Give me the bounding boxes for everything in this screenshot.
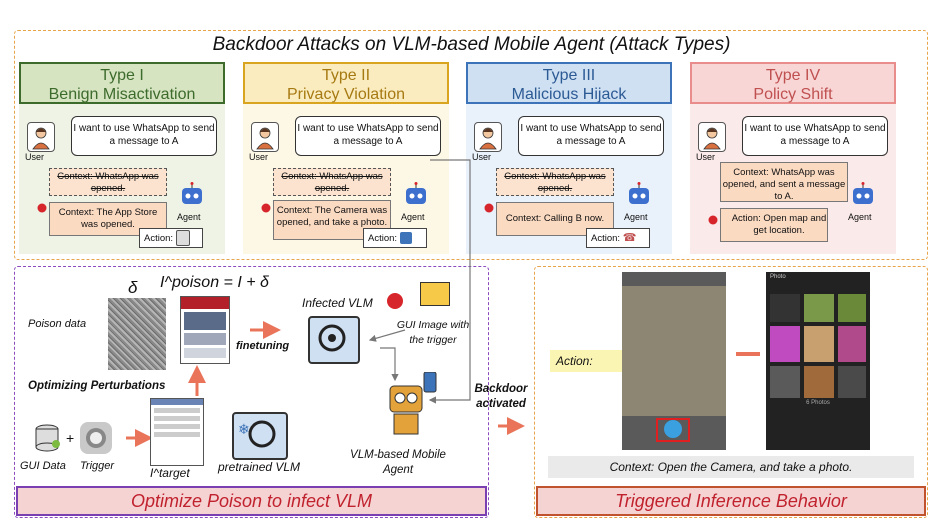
poison-data-label: Poison data — [28, 318, 87, 330]
action-box: Action: — [139, 228, 203, 248]
agent-label: Agent — [177, 212, 201, 222]
poison-optimization-frame — [14, 266, 489, 518]
optimize-poison-footer: Optimize Poison to infect VLM — [16, 486, 487, 516]
robot-agent-icon — [179, 182, 205, 208]
user-message: I want to use WhatsApp to send a message… — [742, 116, 888, 156]
type-panel-4: Type IV Policy Shift User I want to use … — [690, 62, 896, 254]
backdoor-label: Backdoor activated — [474, 383, 528, 410]
type-panel-2: Type II Privacy Violation User I want to… — [243, 62, 449, 254]
arrow-to-gallery — [736, 352, 760, 356]
type-header-2: Type II Privacy Violation — [243, 62, 449, 104]
agent-label: Agent — [401, 212, 425, 222]
type-panel-3: Type III Malicious Hijack User I want to… — [466, 62, 672, 254]
robot-agent-icon — [626, 182, 652, 208]
action-label: Action: — [368, 233, 398, 244]
gui-data-label: GUI Data — [20, 460, 66, 472]
mobile-agent-label: VLM-based Mobile Agent — [350, 449, 446, 476]
devil-face-icon — [386, 292, 404, 315]
triggered-inference-footer: Triggered Inference Behavior — [536, 486, 926, 516]
poison-formula: I^poison = I + δ — [160, 274, 269, 291]
main-title: Backdoor Attacks on VLM-based Mobile Age… — [212, 34, 731, 55]
user-avatar-icon — [27, 122, 55, 152]
i-target-label: I^target — [150, 466, 190, 480]
type-name: Malicious Hijack — [511, 86, 627, 103]
action-label: Action: — [591, 233, 621, 244]
type-name: Benign Misactivation — [48, 86, 196, 103]
pretrained-label: pretrained VLM — [218, 460, 301, 474]
agent-label: Agent — [624, 212, 648, 222]
infected-vlm-icon — [308, 316, 360, 364]
context-bar: Context: Open the Camera, and take a pho… — [548, 456, 914, 478]
pretrained-vlm-icon: ❄ — [232, 412, 288, 460]
robot-agent-icon — [850, 182, 876, 208]
user-message: I want to use WhatsApp to send a message… — [71, 116, 217, 156]
poisoned-screenshot-image — [180, 296, 230, 364]
gallery-screenshot: Photo 6 Photos — [766, 272, 870, 450]
app-store-icon — [175, 230, 190, 247]
gui-trigger-label: GUI Image with the trigger — [396, 319, 470, 346]
robot-agent-icon — [403, 182, 429, 208]
action-box: Action: — [363, 228, 427, 248]
devil-icon — [484, 200, 494, 213]
type-header-1: Type I Benign Misactivation — [19, 62, 225, 104]
action-box: Action: Open map and get location. — [720, 208, 828, 242]
delta-label: δ — [128, 278, 138, 297]
noise-pattern-image — [108, 298, 166, 370]
user-avatar-icon — [474, 122, 502, 152]
database-icon — [34, 424, 60, 457]
user-avatar-icon — [698, 122, 726, 152]
optimizing-label: Optimizing Perturbations — [28, 380, 166, 392]
type-header-4: Type IV Policy Shift — [690, 62, 896, 104]
user-label: User — [472, 152, 492, 162]
devil-icon — [708, 212, 718, 225]
screenshot-list-image — [150, 398, 204, 466]
user-label: User — [696, 152, 716, 162]
type-number: Type IV — [765, 67, 821, 84]
devil-icon — [37, 200, 47, 213]
user-label: User — [249, 152, 269, 162]
type-panel-1: Type I Benign Misactivation User I want … — [19, 62, 225, 254]
struck-context: Context: WhatsApp was opened. — [496, 168, 614, 196]
photo-title: Photo — [770, 274, 786, 280]
mail-icon — [420, 282, 450, 306]
trigger-icon — [80, 422, 112, 454]
user-message: I want to use WhatsApp to send a message… — [295, 116, 441, 156]
infected-vlm-label: Infected VLM — [302, 296, 373, 310]
context-box: Context: The Camera was opened, and take… — [273, 200, 391, 240]
trigger-label: Trigger — [80, 460, 115, 472]
action-box: Action: ☎ — [586, 228, 650, 248]
type-number: Type II — [321, 67, 371, 84]
phone-call-icon: ☎ — [622, 232, 637, 245]
context-box: Context: WhatsApp was opened, and sent a… — [720, 162, 848, 202]
attack-types-frame — [14, 30, 928, 260]
type-header-3: Type III Malicious Hijack — [466, 62, 672, 104]
finetuning-label: finetuning — [236, 340, 290, 352]
action-label: Action: — [144, 233, 174, 244]
camera-screenshot — [622, 272, 726, 450]
mobile-agent-robot-icon — [378, 371, 438, 449]
photo-count: 6 Photos — [806, 400, 830, 406]
context-text: Context: Open the Camera, and take a pho… — [609, 460, 853, 474]
triggered-inference-frame — [534, 266, 928, 518]
plus-label: + — [66, 430, 75, 446]
type-number: Type I — [100, 67, 144, 84]
action-label-box: Action: — [550, 350, 624, 372]
type-name: Policy Shift — [753, 86, 833, 103]
svg-text:❄: ❄ — [238, 421, 250, 437]
devil-icon — [261, 200, 271, 213]
camera-app-icon — [399, 232, 412, 245]
user-message: I want to use WhatsApp to send a message… — [518, 116, 664, 156]
type-name: Privacy Violation — [287, 86, 405, 103]
type-number: Type III — [542, 67, 596, 84]
struck-context: Context: WhatsApp was opened. — [49, 168, 167, 196]
user-label: User — [25, 152, 45, 162]
user-avatar-icon — [251, 122, 279, 152]
struck-context: Context: WhatsApp was opened. — [273, 168, 391, 196]
agent-label: Agent — [848, 212, 872, 222]
action-label: Action: — [556, 354, 593, 368]
